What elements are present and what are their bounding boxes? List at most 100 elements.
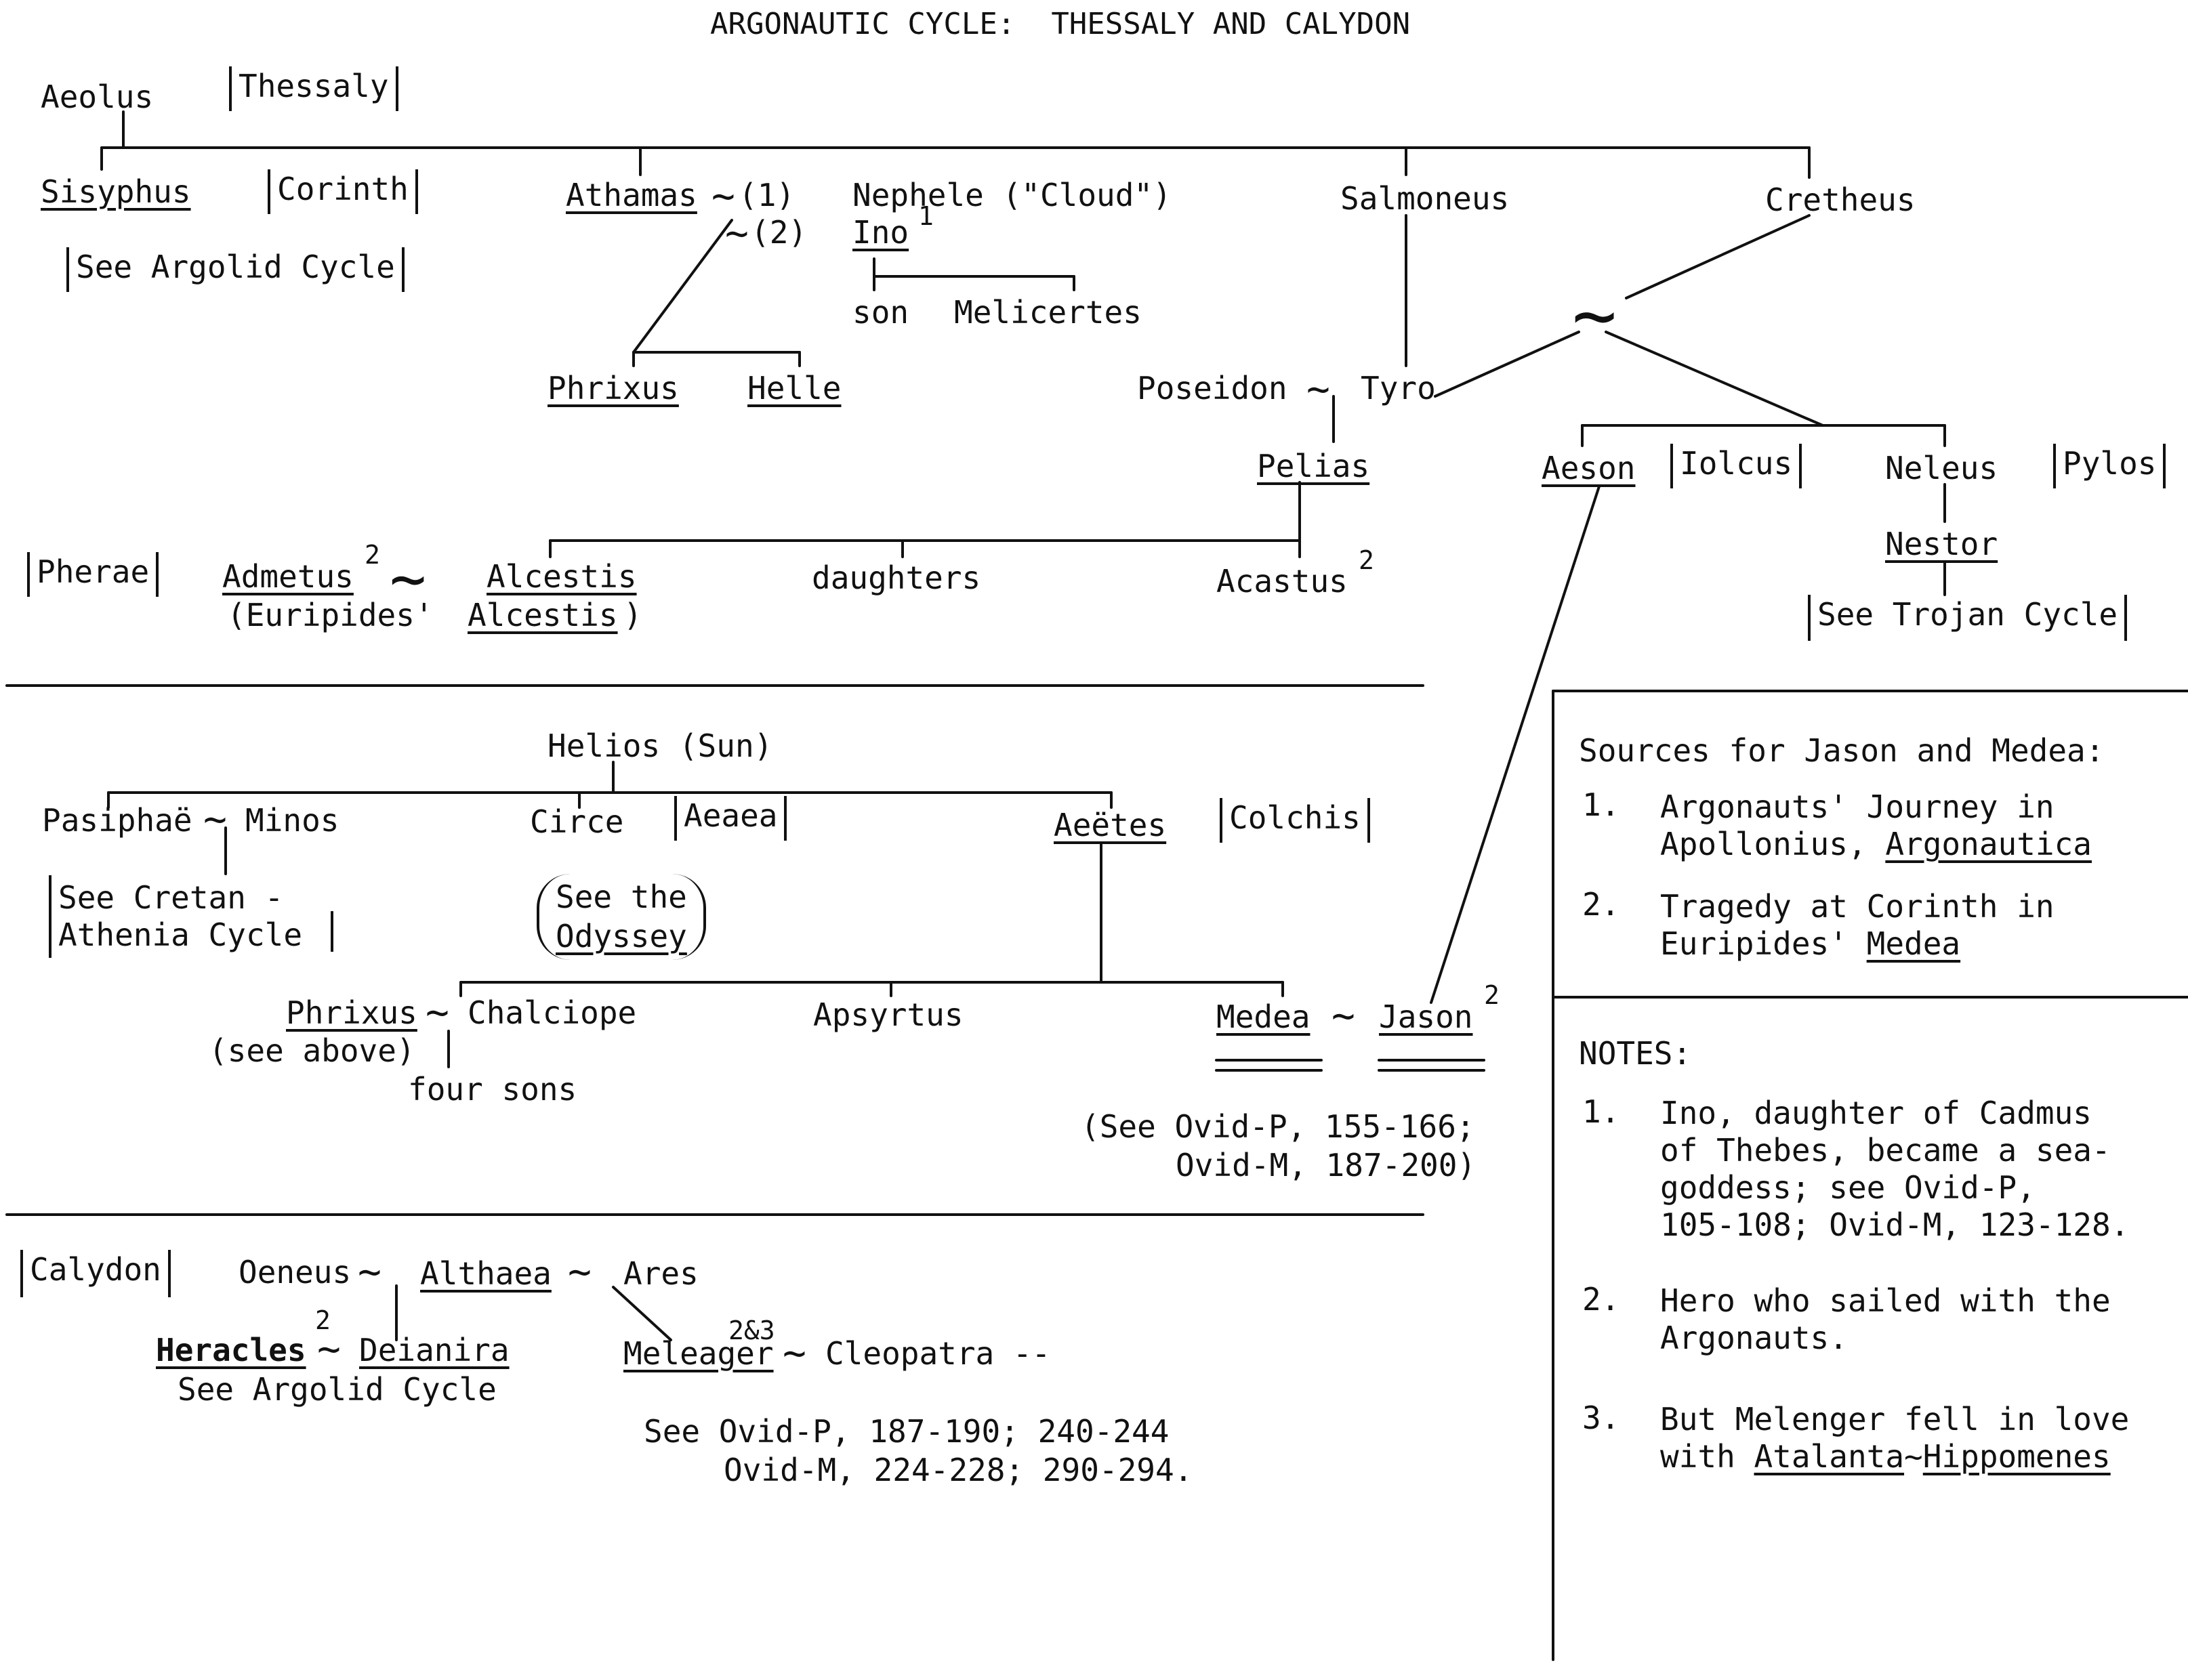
ino-note-ref: 1 [918, 201, 934, 231]
source-2-line1: Tragedy at Corinth in [1660, 888, 2055, 925]
source-1-title: Argonautica [1885, 826, 2092, 862]
chalciope: Chalciope [468, 994, 637, 1031]
note-1-line3: goddess; see Ovid-P, [1660, 1169, 2036, 1206]
deianira: Deianira [359, 1332, 510, 1368]
aeson: Aeson [1542, 450, 1636, 486]
line-tyro-marriage [1434, 331, 1580, 398]
marriage-pasiphae-minos: ~ [203, 796, 227, 842]
jason: Jason [1379, 999, 1473, 1035]
note-3-number: 3. [1582, 1400, 1620, 1436]
melicertes: Melicertes [954, 294, 1142, 331]
cleopatra: Cleopatra -- [825, 1335, 1051, 1372]
region-pherae: Pherae [27, 552, 159, 597]
line-athamas-phrixus [632, 219, 733, 354]
note-1-line1: Ino, daughter of Cadmus [1660, 1095, 2092, 1131]
pelias: Pelias [1257, 448, 1370, 484]
region-pylos: Pylos [2053, 444, 2166, 488]
ino: Ino [852, 214, 909, 251]
note-3-hippomenes: Hippomenes [1922, 1438, 2111, 1475]
ref-heracles-argolid: See Argolid Cycle [178, 1371, 497, 1408]
althaea: Althaea [420, 1255, 552, 1292]
four-sons: four sons [408, 1071, 577, 1108]
heracles-note-ref: 2 [315, 1305, 331, 1335]
pasiphae: Pasiphaë [42, 802, 192, 839]
region-thessaly: Thessaly [229, 66, 398, 111]
line-aeson-jason [1430, 485, 1601, 1004]
note-3-line1: But Melenger fell in love [1660, 1401, 2130, 1437]
note-1-line2: of Thebes, became a sea- [1660, 1132, 2111, 1169]
ref-see-argolid-cycle: See Argolid Cycle [66, 247, 405, 292]
euripides-alcestis-suffix: ) [623, 597, 642, 633]
meleager-note-ref: 2&3 [728, 1316, 775, 1345]
note-3-line2: with Atalanta~Hippomenes [1660, 1441, 2111, 1472]
cretan-ref-line1: See Cretan - [58, 879, 284, 916]
acastus-note-ref: 2 [1359, 545, 1374, 575]
phrixus: Phrixus [548, 370, 679, 406]
source-2-title: Medea [1866, 925, 1961, 962]
source-2-number: 2. [1582, 886, 1620, 923]
region-calydon: Calydon [20, 1250, 171, 1297]
notes-heading: NOTES: [1579, 1035, 1692, 1072]
poseidon: Poseidon [1137, 370, 1287, 406]
line-marriage-children [1605, 331, 1824, 427]
calydon-citation-line2: Ovid-M, 224-228; 290-294. [724, 1452, 1193, 1488]
phrixus-colchis: Phrixus [286, 994, 417, 1031]
note-3-atalanta: Atalanta [1754, 1438, 1905, 1475]
minos: Minos [245, 802, 339, 839]
medea-citation-line1: (See Ovid-P, 155-166; [1081, 1108, 1475, 1145]
nestor: Nestor [1885, 526, 1998, 562]
note-2-number: 2. [1582, 1281, 1620, 1318]
helle: Helle [747, 370, 842, 406]
ino-marker: (2) [751, 214, 808, 251]
sources-heading: Sources for Jason and Medea: [1579, 732, 2105, 769]
source-1-line1: Argonauts' Journey in [1660, 789, 2055, 825]
jason-note-ref: 2 [1484, 980, 1500, 1010]
oeneus: Oeneus [239, 1254, 352, 1290]
note-3-prefix: with [1660, 1438, 1754, 1475]
marriage-poseidon-tyro: ~ [1306, 366, 1330, 412]
heracles: Heracles [156, 1332, 306, 1368]
odyssey-ref-title: Odyssey [556, 917, 687, 954]
marriage-althaea-ares: ~ [568, 1248, 592, 1295]
medea-citation-line2: Ovid-M, 187-200) [1176, 1147, 1477, 1183]
line-cretheus-marriage [1625, 214, 1811, 299]
helios: Helios (Sun) [548, 728, 773, 764]
calydon-citation-line1: See Ovid-P, 187-190; 240-244 [644, 1413, 1170, 1450]
marriage-phrixus-chalciope: ~ [426, 989, 449, 1035]
line-ares-meleager [612, 1286, 672, 1341]
marriage-cretheus-tyro: ~ [1572, 272, 1617, 358]
region-colchis: Colchis [1220, 798, 1370, 843]
marriage-admetus-alcestis: ~ [390, 543, 427, 614]
athamas: Athamas [566, 177, 697, 213]
region-corinth: Corinth [268, 169, 418, 214]
admetus-note-ref: 2 [365, 540, 380, 570]
nephele-marker: (1) [739, 177, 796, 213]
source-2-author: Euripides' [1660, 925, 1867, 962]
sisyphus: Sisyphus [41, 173, 191, 210]
note-2-line1: Hero who sailed with the [1660, 1282, 2111, 1319]
nephele: Nephele ("Cloud") [852, 177, 1172, 213]
aeolus: Aeolus [41, 79, 154, 115]
marriage-athamas-nephele: ~ [711, 173, 735, 219]
source-1-number: 1. [1582, 786, 1620, 823]
aeetes: Aeëtes [1054, 807, 1167, 843]
meleager: Meleager [623, 1335, 774, 1372]
ref-see-cretan-athenia-cycle: See Cretan -Athenia Cycle [49, 875, 309, 959]
ref-see-trojan-cycle: See Trojan Cycle [1808, 595, 2128, 641]
euripides-alcestis-prefix: (Euripides' [227, 597, 434, 633]
son: son [852, 294, 909, 331]
cretheus: Cretheus [1765, 182, 1916, 218]
cretan-ref-right-bracket [324, 911, 333, 952]
apsyrtus: Apsyrtus [813, 996, 964, 1033]
odyssey-ref-line1: See the [556, 879, 687, 915]
ares: Ares [623, 1255, 699, 1292]
source-1-author: Apollonius, [1660, 826, 1886, 862]
note-1-line4: 105-108; Ovid-M, 123-128. [1660, 1206, 2130, 1243]
marriage-heracles-deianira: ~ [317, 1326, 341, 1372]
salmoneus: Salmoneus [1340, 180, 1510, 217]
page-title: ARGONAUTIC CYCLE: THESSALY AND CALYDON [710, 7, 1411, 41]
neleus: Neleus [1885, 450, 1998, 486]
euripides-alcestis-title: Alcestis [468, 597, 618, 633]
